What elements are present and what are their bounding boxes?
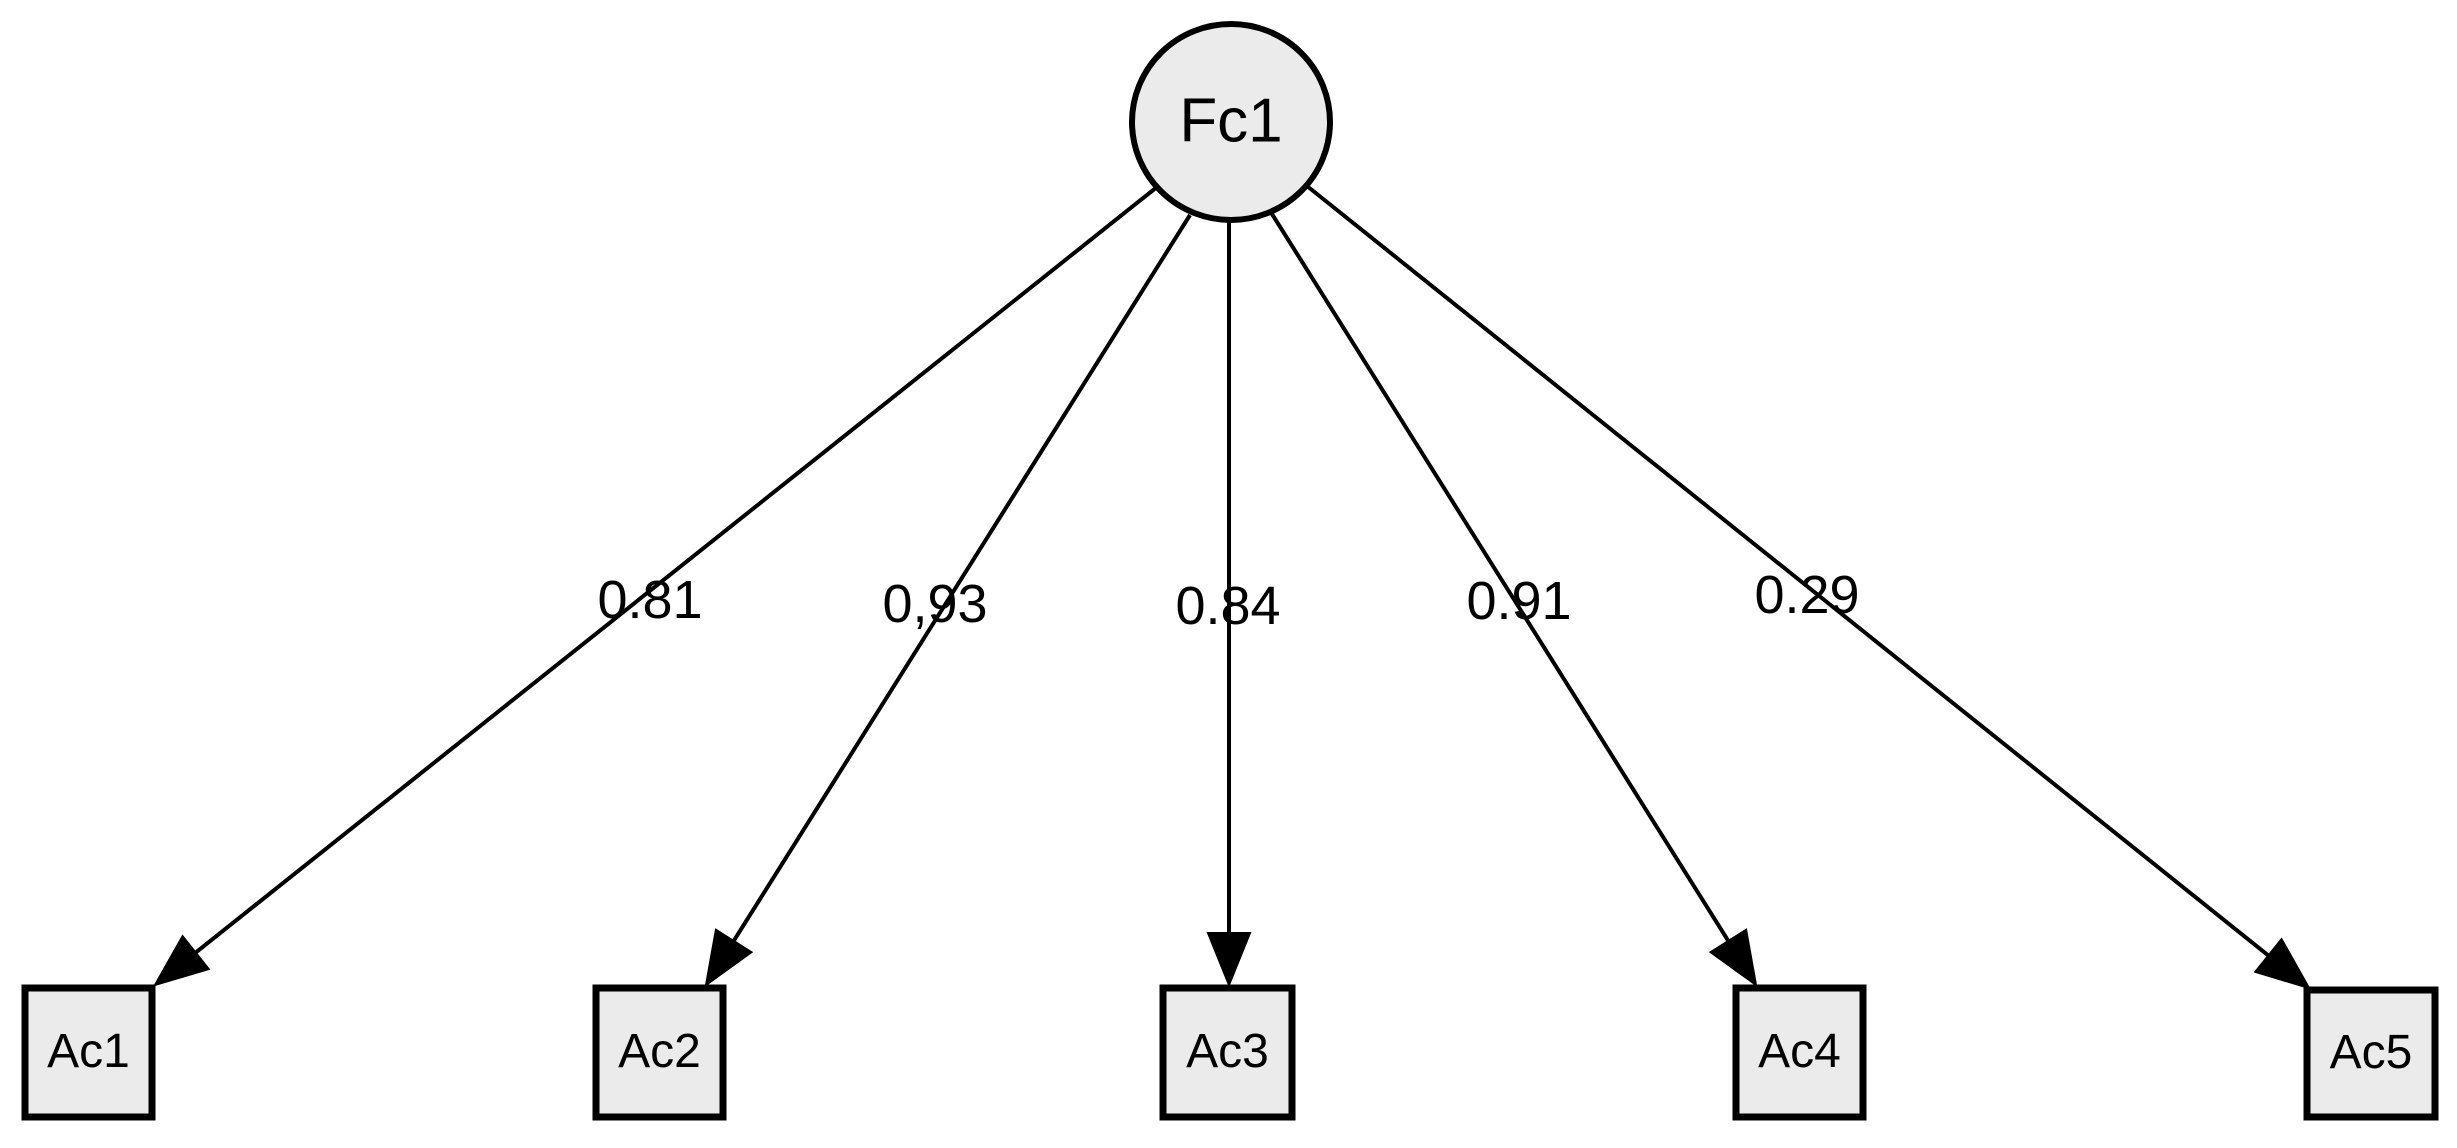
indicator-node-label: Ac3 bbox=[1186, 1025, 1269, 1078]
latent-node-fc1[interactable]: Fc1 bbox=[1129, 21, 1333, 223]
edge-loading-label-ac1: 0.81 bbox=[597, 570, 702, 630]
indicator-node-ac3[interactable]: Ac3 bbox=[1159, 984, 1296, 1121]
edge-fc1-to-ac2 bbox=[704, 213, 1192, 988]
edge-fc1-to-ac3 bbox=[1206, 221, 1252, 988]
arrowhead-icon bbox=[1206, 932, 1252, 988]
arrowhead-icon bbox=[2253, 937, 2312, 990]
latent-node-shape[interactable] bbox=[1129, 21, 1333, 223]
edge-line bbox=[728, 213, 1192, 948]
indicator-node-ac5[interactable]: Ac5 bbox=[2303, 986, 2439, 1121]
edge-loading-label-ac2: 0,93 bbox=[882, 574, 987, 634]
indicator-node-shape[interactable] bbox=[21, 984, 156, 1121]
edge-loading-label-ac4: 0.91 bbox=[1466, 571, 1571, 631]
indicator-node-ac4[interactable]: Ac4 bbox=[1732, 984, 1867, 1121]
edge-line bbox=[1305, 184, 2275, 961]
latent-node-label: Fc1 bbox=[1179, 86, 1282, 155]
edges-layer bbox=[152, 184, 2312, 990]
indicator-node-shape[interactable] bbox=[1159, 984, 1296, 1121]
edge-fc1-to-ac5 bbox=[1305, 184, 2312, 990]
edge-loading-label-ac3: 0.84 bbox=[1175, 576, 1280, 636]
indicator-node-label: Ac4 bbox=[1758, 1025, 1841, 1078]
edge-fc1-to-ac1 bbox=[152, 185, 1159, 987]
arrowhead-icon bbox=[704, 928, 754, 988]
indicator-node-shape[interactable] bbox=[2303, 986, 2439, 1121]
indicator-node-shape[interactable] bbox=[592, 984, 727, 1121]
indicator-node-ac1[interactable]: Ac1 bbox=[21, 984, 156, 1121]
arrowhead-icon bbox=[152, 934, 211, 987]
edge-loading-label-ac5: 0.29 bbox=[1754, 565, 1859, 625]
indicator-node-ac2[interactable]: Ac2 bbox=[592, 984, 727, 1121]
edge-line bbox=[189, 185, 1159, 958]
indicator-node-shape[interactable] bbox=[1732, 984, 1867, 1121]
arrowhead-icon bbox=[1708, 928, 1758, 988]
edge-fc1-to-ac4 bbox=[1270, 212, 1758, 988]
indicator-node-label: Ac5 bbox=[2330, 1026, 2413, 1079]
indicator-node-label: Ac2 bbox=[618, 1025, 701, 1078]
edge-line bbox=[1270, 212, 1734, 948]
indicator-node-label: Ac1 bbox=[47, 1025, 130, 1078]
edge-labels-layer: 0.81 0,93 0.84 0.91 0.29 bbox=[597, 565, 1859, 636]
